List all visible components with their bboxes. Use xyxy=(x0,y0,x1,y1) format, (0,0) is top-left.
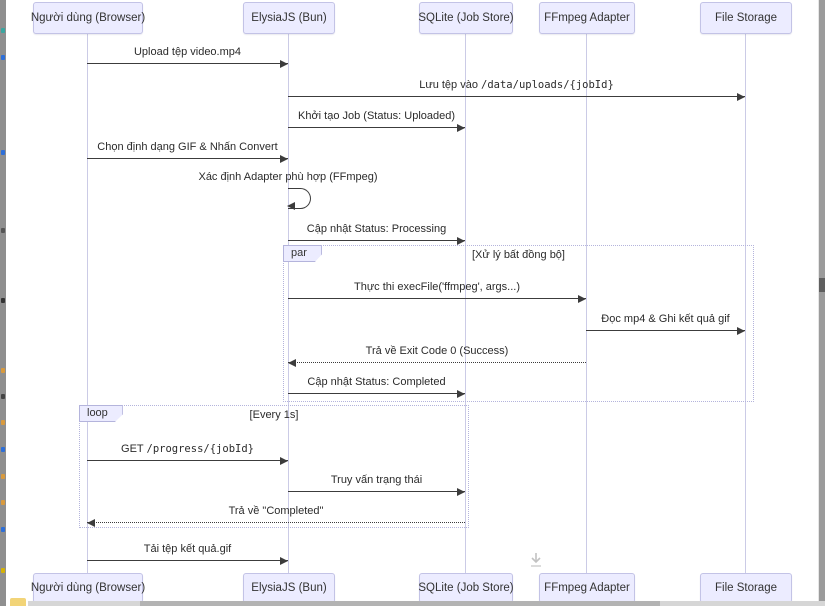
background-file-icon xyxy=(1,394,5,399)
message-label: Trả về Exit Code 0 (Success) xyxy=(366,345,509,357)
folder-icon xyxy=(10,598,26,606)
message-line-8 xyxy=(288,362,586,363)
message-arrowhead xyxy=(578,295,586,303)
message-line-9 xyxy=(288,393,465,394)
message-arrowhead xyxy=(280,557,288,565)
message-label: Trả về "Completed" xyxy=(229,505,324,517)
self-message-loop xyxy=(288,188,311,209)
background-file-icon xyxy=(1,28,5,33)
message-arrowhead xyxy=(87,519,95,527)
message-line-2 xyxy=(288,127,465,128)
background-file-icon xyxy=(1,500,5,505)
message-arrowhead xyxy=(457,488,465,496)
message-label: Cập nhật Status: Completed xyxy=(307,376,445,388)
message-text: Đọc mp4 & Ghi kết quả gif xyxy=(601,313,730,325)
actor-box-bottom-browser: Người dùng (Browser) xyxy=(31,573,145,603)
message-arrowhead xyxy=(457,237,465,245)
background-file-icon xyxy=(1,568,5,573)
message-label: Upload tệp video.mp4 xyxy=(134,46,241,58)
message-label: Khởi tạo Job (Status: Uploaded) xyxy=(298,110,455,122)
message-line-7 xyxy=(586,330,745,331)
background-file-icon xyxy=(1,474,5,479)
message-text: Trả về Exit Code 0 (Success) xyxy=(365,345,509,357)
actor-box-top-elysia: ElysiaJS (Bun) xyxy=(243,2,335,34)
background-file-icon xyxy=(1,368,5,373)
message-label: Xác định Adapter phù hợp (FFmpeg) xyxy=(198,171,377,183)
message-label: Cập nhật Status: Processing xyxy=(307,223,446,235)
message-arrowhead xyxy=(280,155,288,163)
message-text-mono: /data/uploads/{jobId} xyxy=(481,79,614,91)
message-arrowhead xyxy=(280,60,288,68)
actor-box-bottom-elysia: ElysiaJS (Bun) xyxy=(243,573,335,603)
actor-box-top-browser: Người dùng (Browser) xyxy=(31,2,145,34)
actor-box-top-sqlite: SQLite (Job Store) xyxy=(418,2,514,34)
background-file-icon xyxy=(1,420,5,425)
actor-box-top-ffmpeg: FFmpeg Adapter xyxy=(539,2,635,34)
actor-lifeline-storage xyxy=(745,32,746,573)
window-edge-right[interactable] xyxy=(818,0,825,606)
actor-lifeline-elysia xyxy=(288,32,289,573)
actor-box-bottom-storage: File Storage xyxy=(700,573,792,603)
message-line-10 xyxy=(87,460,288,461)
message-label: Truy vấn trạng thái xyxy=(331,474,422,486)
message-arrowhead xyxy=(457,124,465,132)
message-text: Truy vấn trạng thái xyxy=(330,474,423,486)
horizontal-scrollbar-thumb[interactable] xyxy=(140,601,660,606)
fragment-loop: loop [Every 1s] xyxy=(79,405,469,528)
message-line-11 xyxy=(288,491,465,492)
fragment-condition-loop: [Every 1s] xyxy=(249,409,299,421)
self-message-arrowhead xyxy=(287,202,295,210)
actor-lifeline-ffmpeg xyxy=(586,32,587,573)
message-line-12 xyxy=(87,522,465,523)
download-icon[interactable] xyxy=(528,551,544,569)
message-line-0 xyxy=(87,63,288,64)
message-label: Thực thi execFile('ffmpeg', args...) xyxy=(354,281,520,293)
message-text: Trả về "Completed" xyxy=(228,505,324,517)
horizontal-scrollbar[interactable] xyxy=(28,601,825,606)
message-text: Xác định Adapter phù hợp (FFmpeg) xyxy=(198,171,378,183)
message-line-1 xyxy=(288,96,745,97)
background-file-icon xyxy=(1,228,5,233)
message-line-5 xyxy=(288,240,465,241)
background-file-icon xyxy=(1,298,5,303)
message-line-6 xyxy=(288,298,586,299)
message-label: Tải tệp kết quả.gif xyxy=(144,543,231,555)
message-line-3 xyxy=(87,158,288,159)
message-arrowhead xyxy=(288,359,296,367)
actor-box-bottom-sqlite: SQLite (Job Store) xyxy=(418,573,514,603)
message-arrowhead xyxy=(280,457,288,465)
background-file-icon xyxy=(1,150,5,155)
message-text: Lưu tệp vào xyxy=(419,79,482,91)
fragment-par: par [Xử lý bất đồng bộ] xyxy=(283,245,754,402)
actor-lifeline-browser xyxy=(87,32,88,573)
message-label: Đọc mp4 & Ghi kết quả gif xyxy=(601,313,729,325)
fragment-condition-par: [Xử lý bất đồng bộ] xyxy=(472,249,565,261)
background-file-icon xyxy=(1,55,5,60)
background-file-icon xyxy=(1,527,5,532)
message-label: Lưu tệp vào /data/uploads/{jobId} xyxy=(419,79,614,91)
fragment-label-tab-par: par xyxy=(283,245,322,262)
actor-lifeline-sqlite xyxy=(465,32,466,573)
message-text: Khởi tạo Job (Status: Uploaded) xyxy=(297,110,456,122)
message-arrowhead xyxy=(737,327,745,335)
right-scrollbar-thumb[interactable] xyxy=(819,278,825,292)
message-arrowhead xyxy=(457,390,465,398)
message-label: GET /progress/{jobId} xyxy=(121,443,254,455)
message-text: Chọn định dạng GIF & Nhấn Convert xyxy=(97,141,278,153)
window-edge-left xyxy=(0,0,6,606)
message-text: Tải tệp kết quả.gif xyxy=(143,543,232,555)
message-text: Upload tệp video.mp4 xyxy=(133,46,242,58)
fragment-label-tab-loop: loop xyxy=(79,405,123,422)
message-text: Cập nhật Status: Processing xyxy=(306,223,447,235)
message-text: Thực thi execFile('ffmpeg', args...) xyxy=(353,281,521,293)
message-text: GET xyxy=(121,443,147,455)
message-line-13 xyxy=(87,560,288,561)
actor-box-bottom-ffmpeg: FFmpeg Adapter xyxy=(539,573,635,603)
message-label: Chọn định dạng GIF & Nhấn Convert xyxy=(97,141,277,153)
actor-box-top-storage: File Storage xyxy=(700,2,792,34)
background-file-icon xyxy=(1,447,5,452)
message-arrowhead xyxy=(737,93,745,101)
message-text-mono: /progress/{jobId} xyxy=(146,443,254,455)
message-text: Cập nhật Status: Completed xyxy=(307,376,446,388)
